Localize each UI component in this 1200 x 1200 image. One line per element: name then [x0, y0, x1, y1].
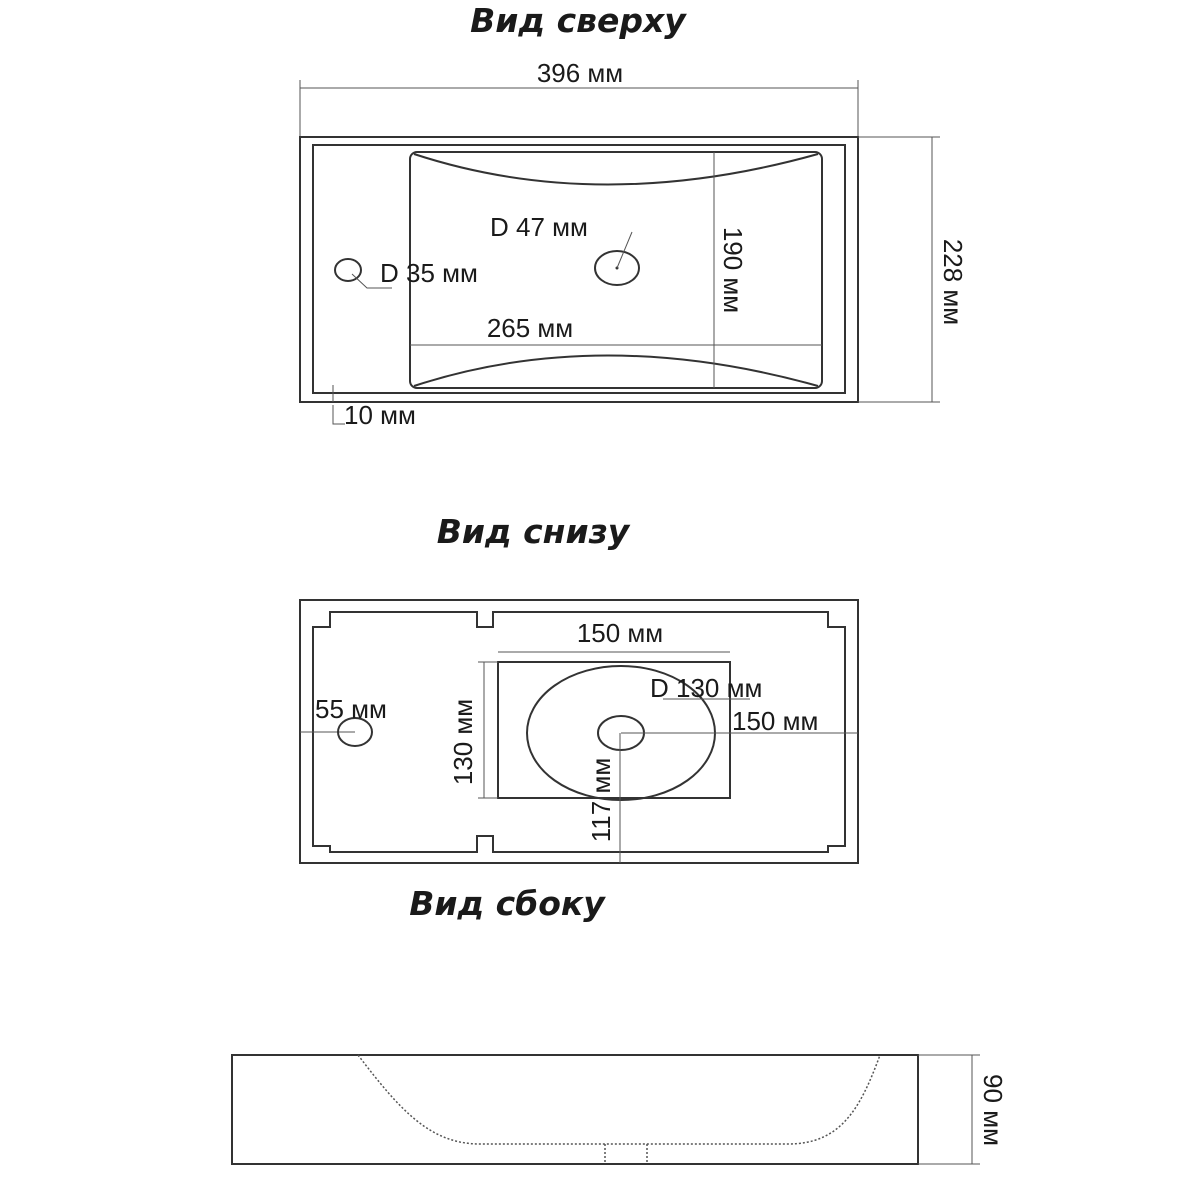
width-label: 396 мм — [537, 58, 623, 88]
mounting-plate — [497, 661, 731, 799]
circle-label: D 130 мм — [650, 673, 762, 703]
rim-outline — [312, 144, 846, 394]
drain-offset-x-label: 150 мм — [732, 706, 818, 736]
top-view-title: Вид сверху — [470, 1, 687, 40]
height-label: 90 мм — [978, 1074, 1008, 1146]
plate-height-label: 130 мм — [448, 699, 478, 785]
bottom-foot-outline — [312, 611, 846, 853]
bowl-top-curve — [413, 153, 819, 186]
depth-label: 228 мм — [938, 239, 968, 325]
bowl-profile — [357, 1054, 881, 1145]
bottom-view: Вид снизу 150 мм 130 мм D 130 мм 150 мм … — [299, 512, 859, 864]
side-view-title: Вид сбоку — [409, 884, 606, 923]
side-view: Вид сбоку 90 мм — [231, 884, 1008, 1165]
tap-hole — [334, 258, 362, 282]
sink-outline — [299, 136, 859, 403]
top-view: Вид сверху 396 мм 190 мм 265 мм D 47 мм … — [299, 1, 968, 430]
bowl-outline — [409, 151, 823, 389]
bottom-view-title: Вид снизу — [437, 512, 631, 551]
plate-width-label: 150 мм — [577, 618, 663, 648]
drain-hole — [594, 250, 640, 286]
side-outline — [231, 1054, 919, 1165]
tap-offset-label: 55 мм — [315, 694, 387, 724]
drain-offset-y-label: 117 мм — [586, 758, 616, 842]
bottom-tap-hole — [337, 717, 373, 747]
bowl-bottom-curve — [413, 354, 819, 387]
bowl-length-label: 265 мм — [487, 313, 573, 343]
rim-label: 10 мм — [344, 400, 416, 430]
tap-hole-label: D 35 мм — [380, 258, 478, 288]
bowl-width-label: 190 мм — [718, 227, 748, 313]
drain-label: D 47 мм — [490, 212, 588, 242]
